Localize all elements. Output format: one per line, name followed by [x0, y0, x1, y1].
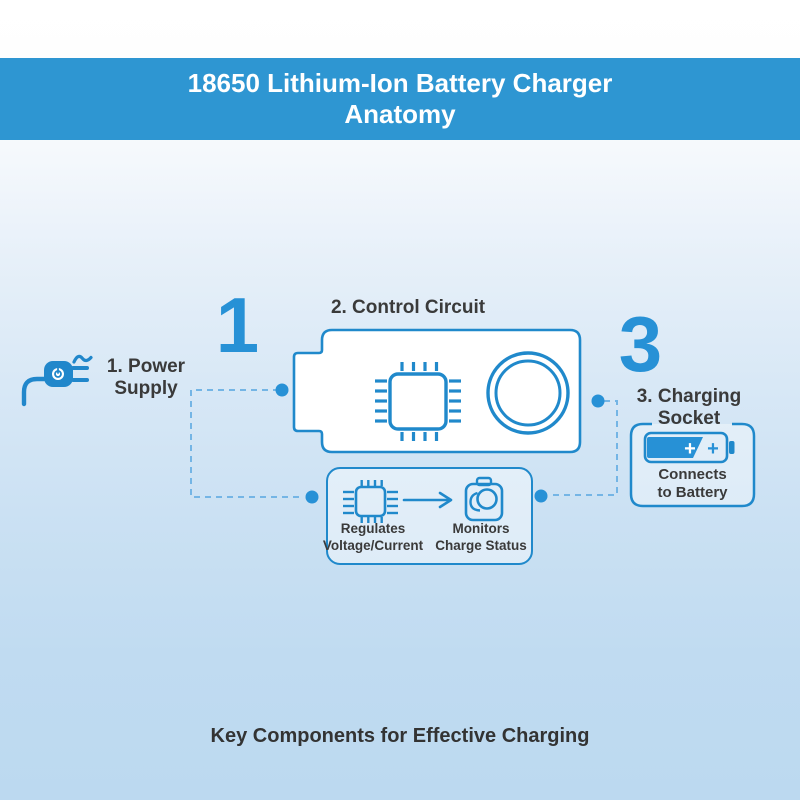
- connector-dot: [305, 490, 319, 504]
- function-monitors-line2: Charge Status: [435, 538, 527, 553]
- power-supply-label-line2: Supply: [114, 378, 178, 399]
- battery-plus-outline: +: [707, 438, 719, 460]
- function-regulates-line1: Regulates: [340, 521, 406, 536]
- step-number-3: 3: [618, 300, 663, 388]
- header-banner: 18650 Lithium-Ion Battery Charger Anatom…: [0, 58, 800, 140]
- charging-socket-box: + +: [629, 422, 756, 508]
- power-supply-label: 1. Power Supply: [86, 356, 206, 400]
- charging-socket-label: 3. Charging Socket: [628, 386, 750, 430]
- battery-plus-filled: +: [684, 438, 696, 460]
- charging-socket-description: Connects to Battery: [631, 466, 754, 501]
- dashed-line-power-to-functions: [190, 390, 303, 498]
- function-item-monitors: Monitors Charge Status: [423, 520, 539, 554]
- socket-desc-line1: Connects: [658, 466, 727, 483]
- functions-box-icons: [343, 476, 504, 523]
- page-title-line1: 18650 Lithium-Ion Battery Charger: [187, 68, 613, 98]
- footer-caption: Key Components for Effective Charging: [210, 725, 590, 747]
- function-item-regulates: Regulates Voltage/Current: [314, 520, 432, 554]
- function-regulates-line2: Voltage/Current: [322, 538, 424, 553]
- socket-desc-line2: to Battery: [657, 483, 728, 501]
- microchip-icon: [375, 362, 461, 441]
- connector-dot: [275, 383, 289, 397]
- socket-box-border: [629, 422, 756, 508]
- dashed-line-control-to-functions: [550, 400, 618, 496]
- control-circuit-box: [292, 328, 582, 454]
- charging-socket-label-line2: Socket: [657, 408, 721, 429]
- coil-circle-icon: [486, 351, 570, 435]
- connector-dot: [534, 489, 548, 503]
- function-monitors-line1: Monitors: [452, 521, 510, 536]
- power-plug-icon: [21, 354, 93, 407]
- right-arrow-icon: [402, 491, 453, 509]
- connector-dot: [591, 394, 605, 408]
- step-number-1: 1: [215, 281, 260, 369]
- page-title-line2: Anatomy: [344, 99, 456, 129]
- battery-monitor-icon: [464, 476, 504, 522]
- control-circuit-label: 2. Control Circuit: [330, 297, 486, 318]
- power-supply-label-line1: 1. Power: [106, 356, 186, 377]
- microchip-icon: [343, 480, 398, 523]
- battery-icon: + +: [643, 431, 735, 464]
- charging-socket-label-line1: 3. Charging: [636, 386, 742, 407]
- charger-body-outline: [292, 328, 582, 454]
